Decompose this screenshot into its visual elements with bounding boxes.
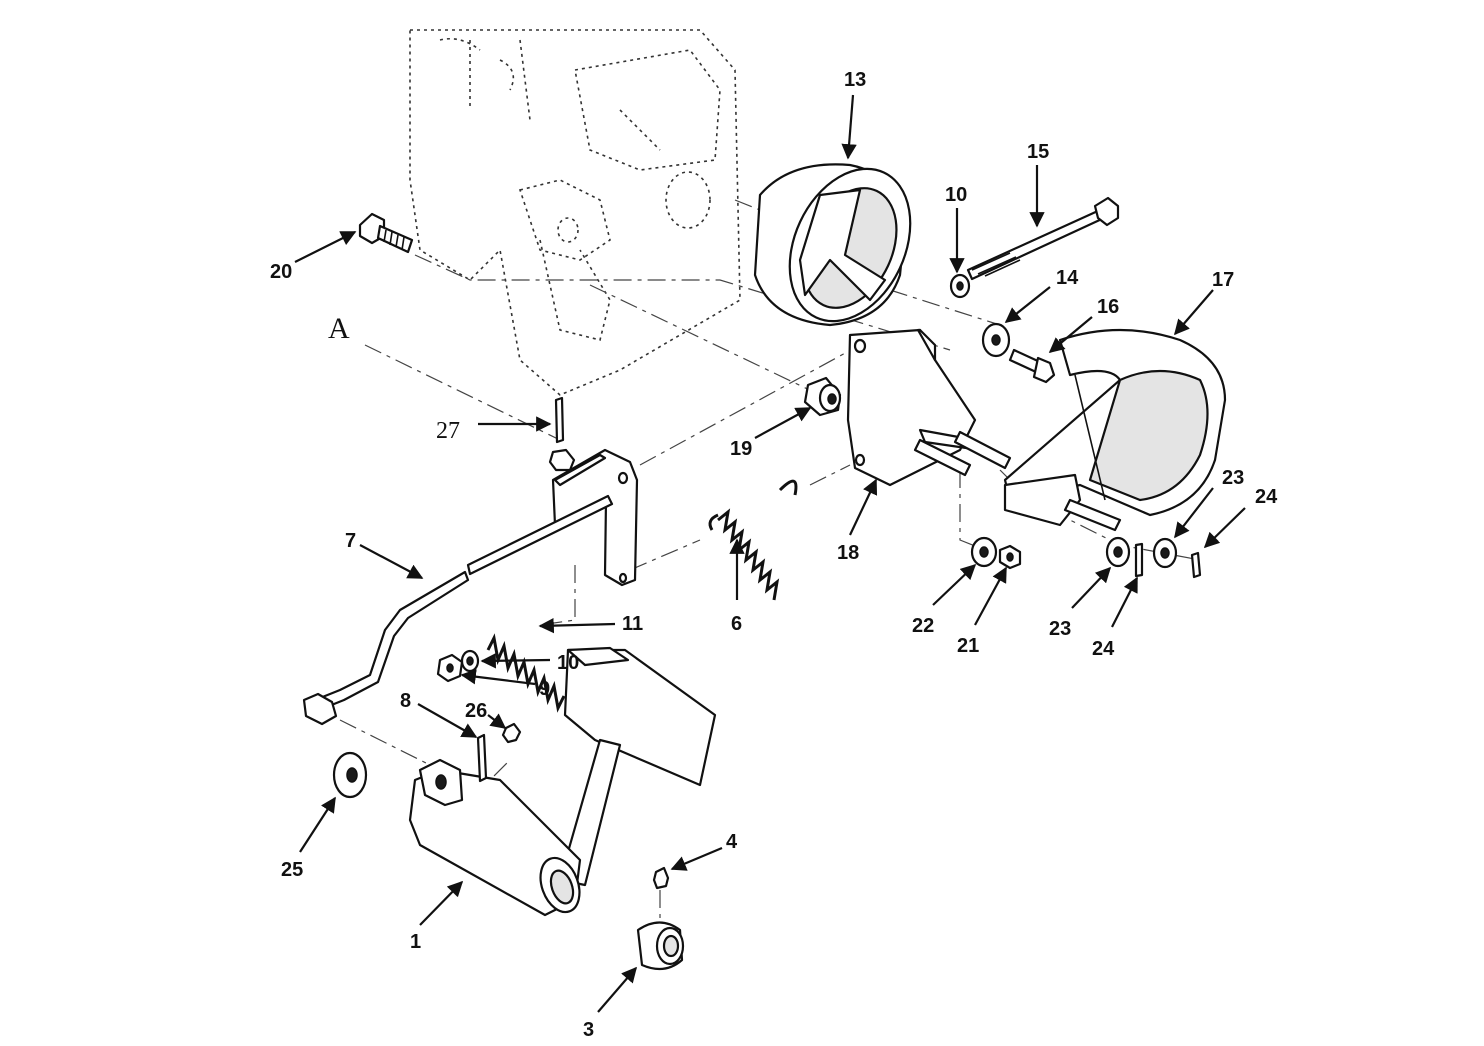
part-16-bolt <box>1008 348 1056 384</box>
callout-20: 20 <box>270 261 292 283</box>
callout-18: 18 <box>837 542 859 564</box>
part-3-collar <box>636 921 685 971</box>
part-9-nut <box>436 653 464 683</box>
part-19-bushing <box>803 376 842 417</box>
callout-14: 14 <box>1056 267 1079 289</box>
callout-26: 26 <box>465 700 487 722</box>
part-24-cotter-pin-b <box>1190 551 1202 579</box>
callout-10-lower: 10 <box>557 652 579 674</box>
part-13-pulley <box>753 163 912 327</box>
callout-9: 9 <box>539 678 550 700</box>
callout-3: 3 <box>583 1019 594 1041</box>
part-10-washer-lower <box>460 649 480 673</box>
part-10-washer-upper <box>949 273 971 299</box>
part-26-set-screw <box>501 722 522 744</box>
callout-1: 1 <box>410 931 421 953</box>
part-27-pin <box>548 396 576 472</box>
callout-6: 6 <box>731 613 742 635</box>
part-18-bracket <box>846 328 1012 487</box>
part-22-washer <box>970 536 998 568</box>
callout-8: 8 <box>400 690 411 712</box>
callout-15: 15 <box>1027 141 1049 163</box>
callout-23-upper: 23 <box>1222 467 1244 489</box>
part-24-cotter-pin-a <box>1134 542 1144 578</box>
part-23-washer-b <box>1152 537 1178 569</box>
callout-27: 27 <box>436 418 460 444</box>
part-21-nut <box>998 544 1022 570</box>
callout-13: 13 <box>844 69 866 91</box>
callout-22: 22 <box>912 615 934 637</box>
callout-24-upper: 24 <box>1255 486 1278 508</box>
part-14-washer <box>981 322 1011 358</box>
pedal-shaft <box>466 494 614 576</box>
part-11-spring <box>486 633 566 713</box>
part-7-rod <box>302 570 470 726</box>
callout-23-lower: 23 <box>1049 618 1071 640</box>
part-17-brake-band <box>1003 328 1227 532</box>
callout-arrows <box>294 94 1246 1013</box>
view-label-a: A <box>328 312 350 345</box>
part-4-set-screw <box>652 866 670 890</box>
callout-16: 16 <box>1097 296 1119 318</box>
part-6-spring <box>708 479 798 601</box>
part-25-washer <box>332 751 368 799</box>
part-20-bolt <box>358 212 414 254</box>
part-15-long-bolt <box>966 196 1120 281</box>
callout-24-lower: 24 <box>1092 638 1115 660</box>
part-1-pedal <box>408 646 717 917</box>
part-8-cotter-pin <box>476 733 488 783</box>
pedal-shaft-bracket <box>551 448 639 587</box>
part-23-washer-a <box>1105 536 1131 568</box>
engine-housing-phantom <box>409 29 741 396</box>
callout-4: 4 <box>726 831 738 853</box>
callout-7: 7 <box>345 530 356 552</box>
callout-19: 19 <box>730 438 752 460</box>
callout-21: 21 <box>957 635 979 657</box>
callout-17: 17 <box>1212 269 1234 291</box>
callout-11: 11 <box>622 613 643 635</box>
callout-10-upper: 10 <box>945 184 967 206</box>
callout-25: 25 <box>281 859 303 881</box>
